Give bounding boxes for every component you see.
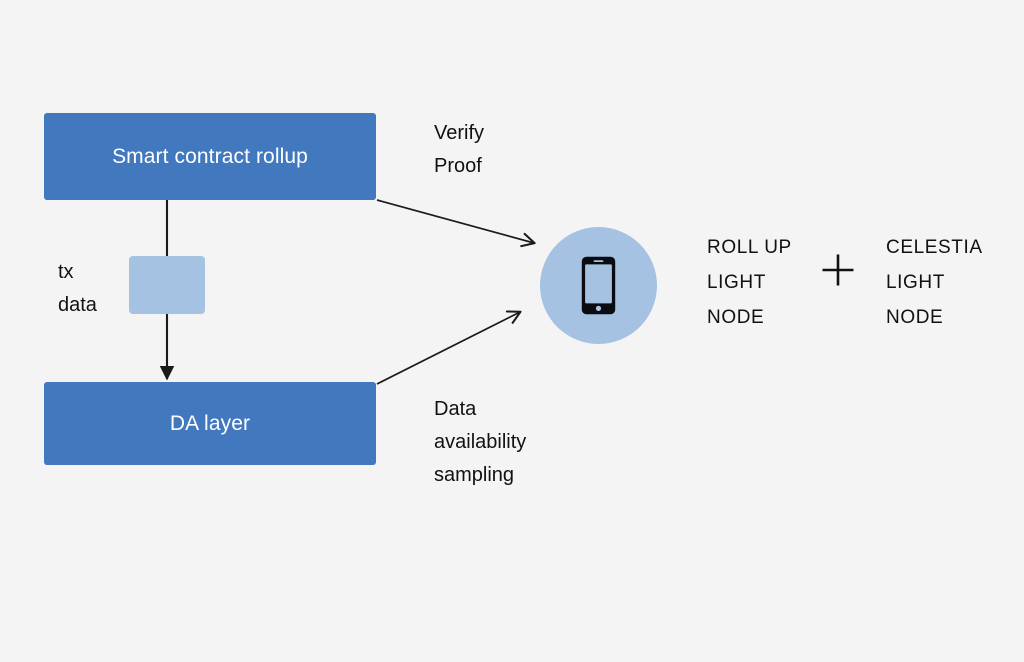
node-da-layer[interactable]: DA layer <box>44 382 376 465</box>
tx-data-label-line-2: data <box>58 294 97 316</box>
caption-rollup-light-node: ROLL UP LIGHT NODE <box>707 230 792 335</box>
edge-label-verify-proof-line-1: Verify <box>434 122 485 144</box>
caption-rollup-line-2: LIGHT <box>707 272 766 293</box>
node-tx-data-block[interactable] <box>129 256 205 314</box>
caption-celestia-line-3: NODE <box>886 307 944 328</box>
node-smart-contract-rollup-label: Smart contract rollup <box>112 144 308 168</box>
caption-rollup-line-3: NODE <box>707 307 765 328</box>
edge-label-das-line-3: sampling <box>434 464 515 486</box>
edge-label-das-line-1: Data <box>434 398 477 420</box>
caption-celestia-light-node: CELESTIA LIGHT NODE <box>886 230 983 335</box>
tx-data-label-line-1: tx <box>58 261 74 283</box>
tx-data-label: tx data <box>58 256 124 322</box>
smartphone-icon <box>581 256 616 315</box>
edge-label-data-availability-sampling: Data availability sampling <box>434 393 526 492</box>
edge-label-verify-proof-line-2: Proof <box>434 155 482 177</box>
plus-icon <box>822 254 854 286</box>
caption-rollup-line-1: ROLL UP <box>707 237 792 258</box>
caption-celestia-line-1: CELESTIA <box>886 237 983 258</box>
edge-label-das-line-2: availability <box>434 431 527 453</box>
caption-celestia-line-2: LIGHT <box>886 272 945 293</box>
edge-label-verify-proof: Verify Proof <box>434 117 484 183</box>
edge-da-to-lightnode <box>376 310 522 385</box>
node-smart-contract-rollup[interactable]: Smart contract rollup <box>44 113 376 200</box>
edge-rollup-to-lightnode <box>376 199 536 248</box>
node-da-layer-label: DA layer <box>169 411 251 435</box>
